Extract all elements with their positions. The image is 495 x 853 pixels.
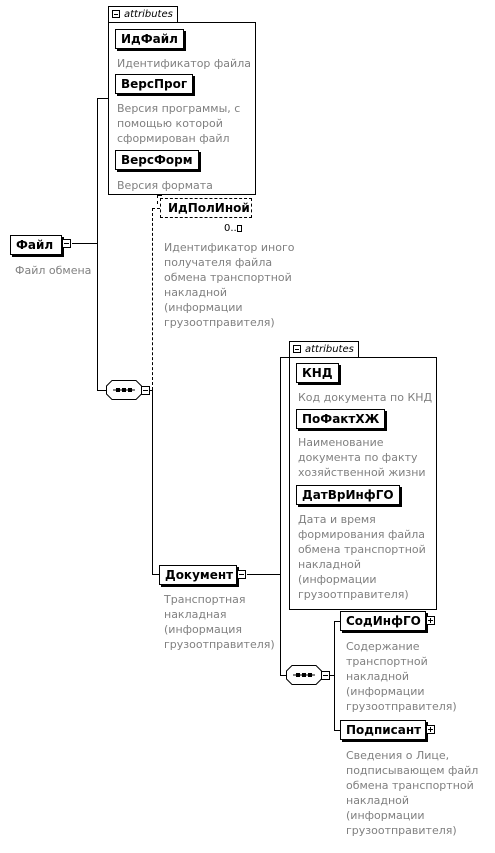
connector-line [152,208,153,390]
connector-line [334,621,335,730]
connector-line [152,574,159,575]
connector-line [247,574,280,575]
attribute-node[interactable]: КНД [296,363,339,383]
attribute-description: Дата и время формирования файла обмена т… [298,513,426,601]
attribute-description: Идентификатор файла [117,57,251,70]
collapse-minus-icon[interactable] [293,345,301,353]
attribute-node[interactable]: ВерсФорм [115,150,199,170]
root-element-description: Файл обмена [15,264,92,277]
collapse-minus-icon[interactable] [141,386,150,395]
connector-line [280,675,287,676]
attribute-description: Версия формата [117,179,213,192]
connector-line [97,98,98,390]
connector-line [72,243,97,244]
attributes-tab-label: attributes [124,9,173,20]
connector-line [152,208,160,209]
infinity-icon [237,225,242,232]
expand-plus-icon[interactable] [426,616,435,625]
document-element-description: Транспортная накладная (информация грузо… [164,593,275,651]
collapse-minus-icon[interactable] [237,570,246,579]
collapse-minus-icon[interactable] [321,671,330,680]
connector-line [334,621,340,622]
connector-line [97,390,107,391]
attribute-node[interactable]: ПоФактХЖ [296,409,386,429]
sequence-compositor-icon[interactable] [286,665,322,685]
attributes-tab[interactable]: attributes [289,341,359,357]
connector-line [334,730,340,731]
attribute-node[interactable]: ДатВрИнфГО [296,485,400,505]
sequence-compositor-icon[interactable] [106,380,142,400]
attribute-description: Код документа по КНД [298,391,433,404]
optional-marker [157,195,162,204]
attributes-tab[interactable]: attributes [108,6,178,22]
cardinality-label: 0.. [224,223,237,234]
optional-element-description: Идентификатор иного получателя файла обм… [164,241,295,329]
connector-line [330,675,334,676]
root-element-node[interactable]: Файл [10,235,62,255]
connector-line [280,357,289,358]
connector-line [150,390,152,391]
child-element-description: Сведения о Лице, подписывающем файл обме… [346,749,479,837]
document-element-node[interactable]: Документ [159,565,237,585]
expand-plus-icon[interactable] [426,725,435,734]
attribute-node[interactable]: ВерсПрог [115,74,194,94]
connector-line [280,357,281,675]
connector-line [97,98,108,99]
child-element-node[interactable]: СодИнфГО [340,611,426,631]
attribute-node[interactable]: ИдФайл [115,29,184,49]
child-element-description: Содержание транспортной накладной (инфор… [346,640,457,713]
optional-element-node[interactable]: ИдПолИной [160,198,252,218]
collapse-minus-icon[interactable] [62,239,71,248]
attributes-tab-label: attributes [305,344,354,355]
attributes-group [289,357,437,610]
attribute-description: Наименование документа по факту хозяйств… [298,436,426,479]
collapse-minus-icon[interactable] [112,10,120,18]
attribute-description: Версия программы, с помощью которой сфор… [117,102,241,145]
connector-line [152,390,153,574]
child-element-node[interactable]: Подписант [340,720,426,740]
